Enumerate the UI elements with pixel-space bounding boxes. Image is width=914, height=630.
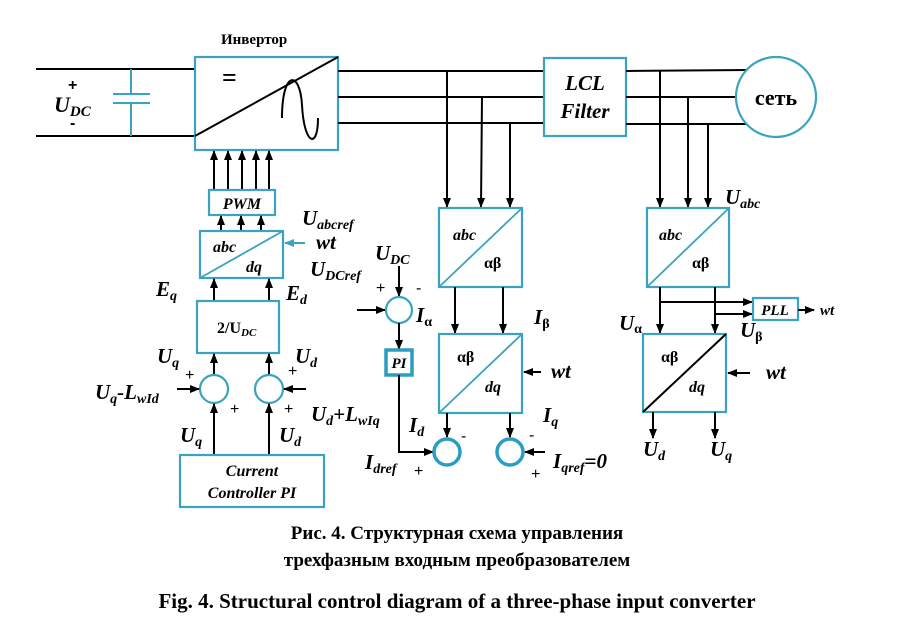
summer-q-plus-left: + xyxy=(185,367,194,384)
lcl-filter-block xyxy=(542,56,628,138)
current-ab-dq-top-label: αβ xyxy=(457,349,474,366)
summer-q-plus-bottom: + xyxy=(230,401,239,418)
id-label: Id xyxy=(408,413,425,440)
dq-abc-bottom-label: dq xyxy=(246,259,262,276)
wt-left-label: wt xyxy=(316,230,337,254)
dc-voltage-summer xyxy=(384,295,414,325)
summer-q xyxy=(198,373,230,405)
udc-plus-sign: + xyxy=(68,77,77,94)
voltage-abc-ab-divider xyxy=(646,207,730,288)
gain-block-label: 2/UDC xyxy=(217,320,257,339)
u-beta-label: Uβ xyxy=(740,318,763,345)
pwm-gate-signals xyxy=(210,150,273,189)
udc-source-label: UDC xyxy=(54,92,92,120)
caption-ru-line-1: Рис. 4. Структурная схема управления xyxy=(290,523,624,544)
iq-summer-plus: + xyxy=(531,466,540,483)
ac-sine-icon xyxy=(281,79,319,140)
inverter-block xyxy=(193,55,340,152)
current-controller-label-1: Current xyxy=(226,463,279,480)
caption-ru-line-2: трехфазным входным преобразователем xyxy=(283,550,631,571)
idref-wire xyxy=(398,375,434,456)
voltage-ab-dq-divider xyxy=(642,333,727,413)
gain-block xyxy=(195,299,281,355)
voltage-ab-dq-top-label: αβ xyxy=(661,349,678,366)
iq-summer-minus: - xyxy=(529,427,534,444)
id-error-summer xyxy=(432,437,462,467)
ed-label: Ed xyxy=(285,281,308,308)
ff-d-label: Ud+LwIq xyxy=(311,402,380,429)
current-ab-dq-bottom-label: dq xyxy=(485,379,501,396)
uq-bottom-label: Uq xyxy=(180,423,202,450)
abc-to-pwm-arrows xyxy=(217,215,265,231)
ff-q-label: Uq-LwId xyxy=(95,380,160,407)
udc-minus-sign: - xyxy=(70,115,75,132)
dq-abc-top-label: abc xyxy=(213,239,236,256)
caption-en: Fig. 4. Structural control diagram of a … xyxy=(158,589,756,613)
idref-label: Idref xyxy=(364,450,398,477)
inverter-title: Инвертор xyxy=(221,32,287,48)
wt-mid-label: wt xyxy=(551,359,572,383)
pwm-label: PWM xyxy=(222,196,262,213)
grid-label: сеть xyxy=(755,85,798,110)
iq-label: Iq xyxy=(542,403,558,430)
pwm-block xyxy=(207,188,277,217)
pi-label: PI xyxy=(392,356,408,372)
wt-right-label: wt xyxy=(766,360,787,384)
ud-top-label: Ud xyxy=(295,344,318,371)
grid-circle xyxy=(734,55,818,139)
current-abc-label: abc xyxy=(453,227,476,244)
u-abcref-label: Uabcref xyxy=(302,206,355,233)
u-d-out-label: Ud xyxy=(643,437,666,464)
id-summer-plus: + xyxy=(414,463,423,480)
summer-d xyxy=(253,373,285,405)
i-alpha-label: Iα xyxy=(415,303,432,330)
current-controller-block xyxy=(178,453,326,509)
current-tap-b xyxy=(477,96,486,208)
current-controller-label-2: Controller PI xyxy=(208,485,297,502)
voltage-abc-label: abc xyxy=(659,227,682,244)
uq-top-label: Uq xyxy=(157,344,179,371)
grid-phase-a xyxy=(625,69,749,72)
summer-d-plus-right: + xyxy=(288,363,297,380)
current-abc-ab-divider xyxy=(438,207,523,288)
ud-bottom-label: Ud xyxy=(279,423,302,450)
dq-to-abc-divider xyxy=(199,230,284,279)
dc-summer-plus: + xyxy=(376,280,385,297)
current-ab-label: αβ xyxy=(484,255,501,272)
u-dcref-label: UDCref xyxy=(310,257,362,284)
u-alpha-label: Uα xyxy=(619,311,642,337)
summer-d-plus-bottom: + xyxy=(284,401,293,418)
iqref-label: Iqref=0 xyxy=(552,449,607,476)
voltage-ab-dq-bottom-label: dq xyxy=(689,379,705,396)
lcl-filter-label-2: Filter xyxy=(559,99,610,123)
u-q-out-label: Uq xyxy=(710,437,732,464)
i-beta-label: Iβ xyxy=(533,305,550,332)
eq-label: Eq xyxy=(155,277,177,304)
lcl-filter-label-1: LCL xyxy=(564,71,605,95)
current-ab-dq-divider xyxy=(438,333,523,414)
pll-output-label: wt xyxy=(820,303,835,319)
id-summer-minus: - xyxy=(461,428,466,445)
pll-label: PLL xyxy=(761,303,789,319)
u-abc-label: Uabc xyxy=(725,185,761,212)
inverter-dc-symbol: = xyxy=(222,63,237,92)
inverter-divider xyxy=(194,56,339,137)
iq-error-summer xyxy=(495,437,525,467)
voltage-ab-label: αβ xyxy=(692,255,709,272)
dc-summer-minus: - xyxy=(416,280,421,297)
dc-link-capacitor-icon xyxy=(113,69,150,136)
udc-meas-label: UDC xyxy=(375,241,410,268)
